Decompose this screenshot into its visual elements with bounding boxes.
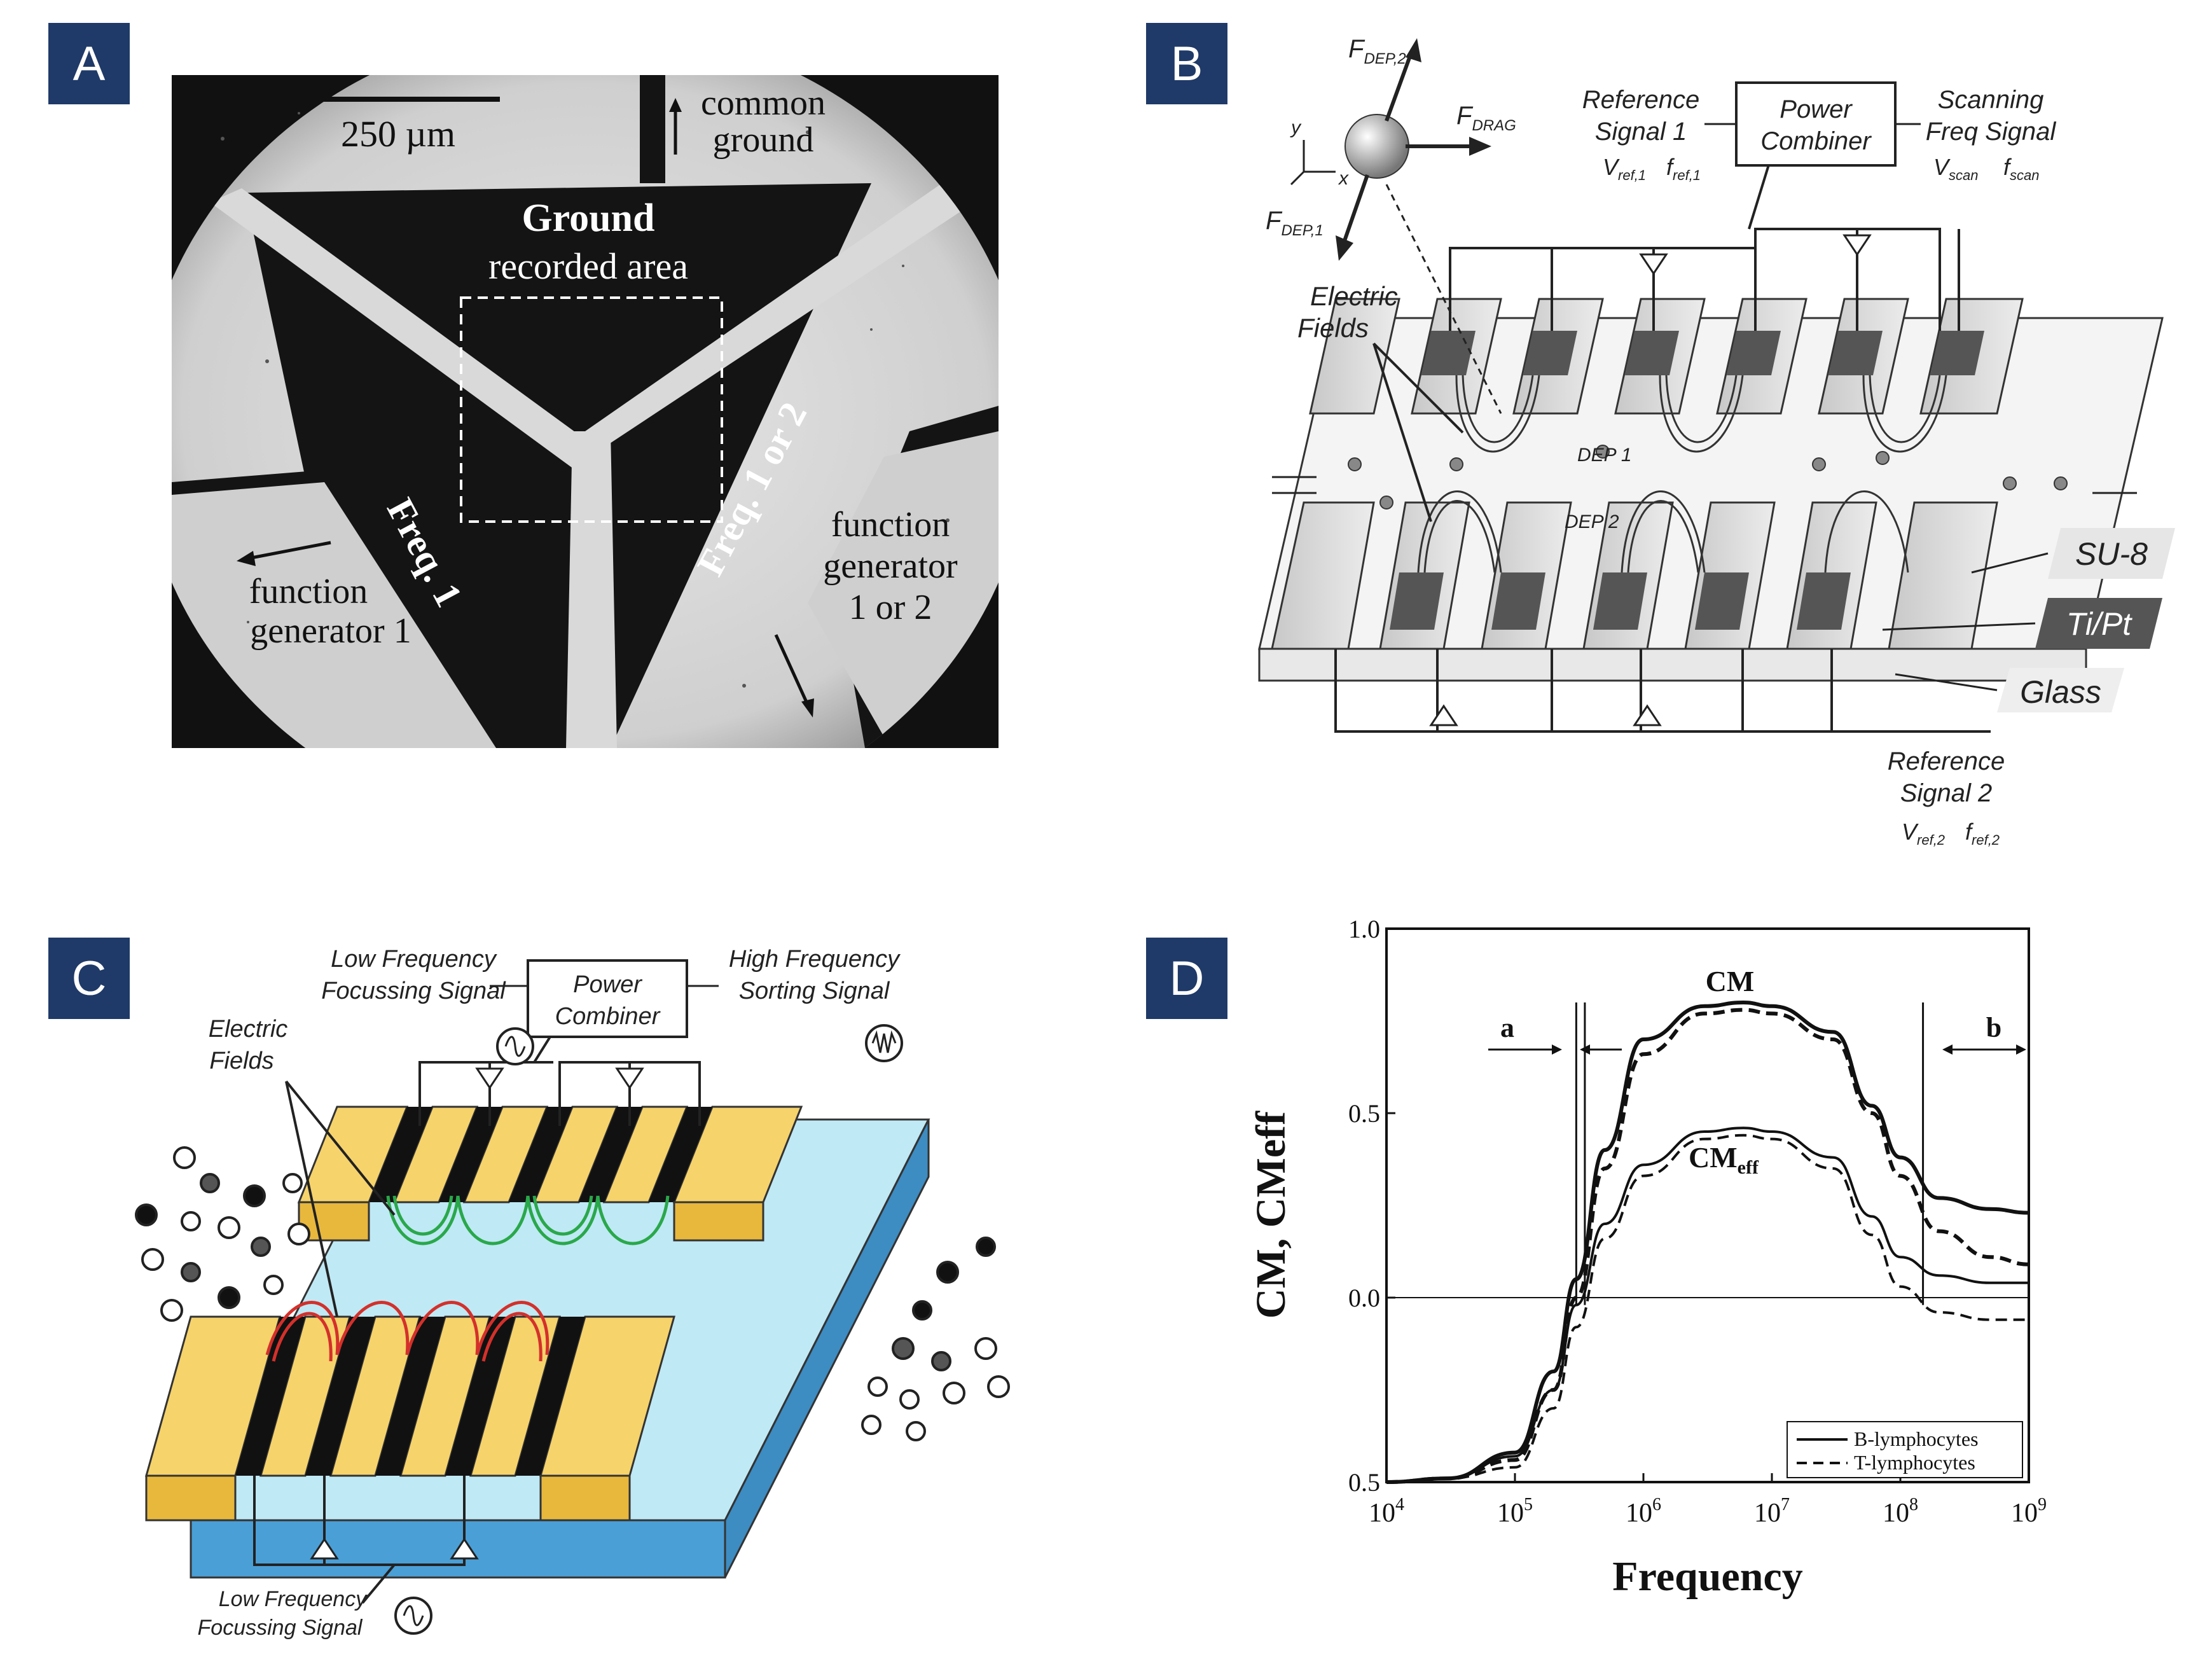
c-electric-fields-label-2: Fields	[209, 1048, 273, 1074]
common-ground-label-1: common	[701, 83, 826, 123]
panel-badge-d: D	[1146, 938, 1227, 1019]
ref2-label-1: Reference	[1888, 747, 2005, 775]
b-electric-fields-label-2: Fields	[1297, 313, 1369, 343]
y-tick-label: 0.0	[1348, 1284, 1380, 1312]
ref1-label-1: Reference	[1582, 86, 1700, 114]
x-tick-label: 104	[1369, 1495, 1404, 1528]
y-tick-label: 0.5	[1348, 1468, 1380, 1497]
y-axis-title: CM, CMeff	[1248, 1111, 1294, 1319]
tipt-label: Ti/Pt	[2066, 606, 2133, 642]
function-generator-1-label-1: function	[249, 572, 368, 611]
scale-bar-label: 250 µm	[341, 113, 455, 155]
c-high-sort-label-2: Sorting Signal	[739, 978, 890, 1004]
y-tick-label: 1.0	[1348, 915, 1380, 943]
x-tick-label: 108	[1883, 1495, 1918, 1528]
panel-a-micrograph: 250 µm common ground Ground recorded are…	[172, 75, 999, 748]
f-dep1-label: FDEP,1	[1266, 207, 1324, 239]
high-freq-wave-icon	[865, 1024, 903, 1062]
y-tick-label: 0.5	[1348, 1099, 1380, 1128]
panel-c-schematic: Power Combiner Low Frequency Focussing S…	[135, 946, 1010, 1640]
c-electric-fields-label-1: Electric	[209, 1016, 288, 1043]
panel-d-chart: 1.0 0.5 0.0 0.5 104 105 106 107 108 109 CM CMeff…	[1234, 903, 2201, 1654]
function-generator-12-label-1: function	[831, 505, 950, 544]
x-axis-title: Frequency	[1612, 1553, 1802, 1600]
dep1-label: DEP 1	[1577, 445, 1632, 466]
marker-a-label: a	[1500, 1012, 1514, 1043]
b-power-combiner-label-1: Power	[1780, 95, 1853, 123]
fref1-label: fref,1	[1666, 154, 1701, 183]
cm-curve-label: CM	[1706, 965, 1755, 997]
x-tick-label: 105	[1497, 1495, 1533, 1528]
b-electric-fields-label-1: Electric	[1310, 281, 1398, 311]
particle-sphere	[1344, 114, 1409, 179]
c-low-focus-label-1: Low Frequency	[331, 946, 497, 973]
cmeff-curve-label: CMeff	[1689, 1141, 1759, 1178]
function-generator-1-label-2: generator 1	[250, 611, 411, 651]
panel-b-schematic: DEP 1 DEP 2 Power Combiner Reference Sig…	[1258, 35, 2175, 848]
marker-b-label: b	[1986, 1012, 2001, 1043]
glass-label: Glass	[2020, 674, 2101, 710]
scan-label-2: Freq Signal	[1926, 118, 2057, 146]
vref1-label: Vref,1	[1603, 154, 1646, 183]
x-tick-label: 106	[1626, 1495, 1661, 1528]
b-lymphocytes-cm-line	[1386, 1000, 2029, 1484]
c-power-combiner-label-1: Power	[573, 971, 642, 998]
fref2-label: fref,2	[1965, 819, 2000, 848]
su8-label: SU-8	[2075, 536, 2148, 572]
f-drag-label: FDRAG	[1456, 102, 1516, 134]
c-high-sort-label-1: High Frequency	[729, 946, 901, 973]
fscan-label: fscan	[2003, 154, 2040, 183]
c-power-combiner-label-2: Combiner	[555, 1003, 661, 1030]
plot-frame	[1385, 927, 2030, 1483]
recorded-area-label: recorded area	[488, 246, 688, 287]
c-low-focus-label-2: Focussing Signal	[321, 978, 506, 1004]
ref2-label-2: Signal 2	[1900, 779, 1993, 807]
b-lymphocytes-cmeff-line	[1386, 1127, 2029, 1483]
axis-y-label: y	[1290, 117, 1302, 138]
c-bottom-low-focus-label-1: Low Frequency	[219, 1587, 368, 1611]
function-generator-12-label-2: generator	[823, 546, 958, 586]
function-generator-12-label-3: 1 or 2	[849, 588, 932, 627]
scan-label-1: Scanning	[1938, 86, 2044, 114]
ground-label: Ground	[522, 197, 654, 240]
panel-badge-b: B	[1146, 23, 1227, 104]
x-tick-label: 109	[2011, 1495, 2047, 1528]
vref2-label: Vref,2	[1902, 819, 1945, 848]
axis-x-label: x	[1338, 168, 1349, 189]
b-power-combiner-label-2: Combiner	[1760, 127, 1872, 155]
panel-badge-c: C	[48, 938, 130, 1019]
legend	[1787, 1421, 2023, 1478]
t-lymphocytes-cmeff-line	[1386, 1134, 2029, 1483]
dep2-label: DEP 2	[1565, 511, 1619, 532]
legend-b-lymphocytes: B-lymphocytes	[1854, 1427, 1979, 1450]
common-ground-label-2: ground	[713, 120, 814, 160]
c-bottom-low-focus-label-2: Focussing Signal	[198, 1616, 363, 1640]
ref1-label-2: Signal 1	[1595, 118, 1687, 146]
legend-t-lymphocytes: T-lymphocytes	[1854, 1451, 1975, 1474]
vscan-label: Vscan	[1933, 154, 1979, 183]
panel-badge-a: A	[48, 23, 130, 104]
recorded-area-box	[460, 296, 723, 523]
f-dep2-label: FDEP,2	[1348, 35, 1406, 67]
x-tick-label: 107	[1754, 1495, 1790, 1528]
